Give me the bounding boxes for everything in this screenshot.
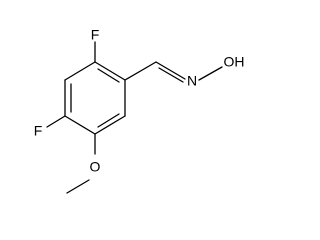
bond-c5-f [46, 115, 66, 128]
bond-ch-n [155, 61, 186, 80]
bond-o-ch3 [66, 179, 90, 194]
molecule-drawing: F F N OH O [34, 27, 245, 194]
ring-bond-c6-c1 [64, 61, 96, 81]
bond-ch-n-double [158, 67, 184, 83]
bond-c2-ch [124, 61, 157, 81]
atom-label-nitrogen: N [187, 73, 197, 89]
atom-label-fluorine-top: F [91, 27, 100, 43]
ring-double-bond-c3-c4 [97, 113, 120, 128]
ring-double-bond-c1-c2 [97, 68, 120, 83]
ring-bond-c4-c5 [64, 115, 96, 135]
ring-bond-c1-c2 [94, 61, 126, 81]
atom-label-hydroxyl: OH [224, 54, 245, 70]
atom-label-methoxy-oxygen: O [90, 159, 101, 175]
benzene-ring [64, 61, 126, 135]
structure-canvas: F F N OH O [34, 27, 245, 194]
bond-n-o [198, 66, 223, 81]
ring-bond-c3-c4 [94, 115, 126, 135]
atom-label-fluorine-left: F [34, 123, 43, 139]
